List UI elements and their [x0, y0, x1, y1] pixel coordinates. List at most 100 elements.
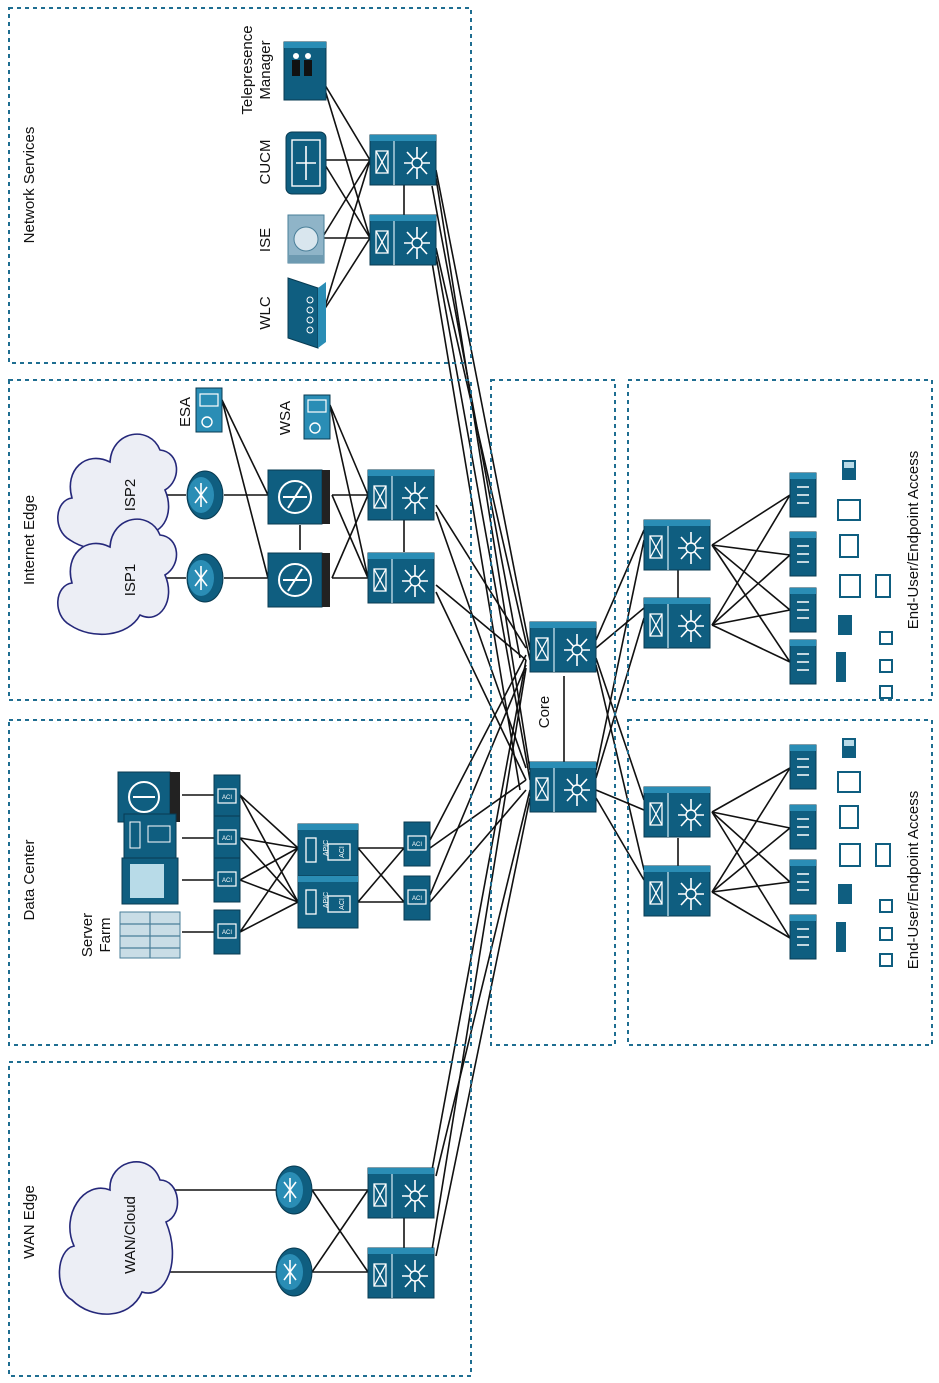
wireless-client-icon	[879, 899, 893, 913]
wan-edge-links	[164, 659, 531, 1273]
apic-label-2: APIC	[323, 892, 330, 908]
internet-router-isp1	[186, 553, 224, 603]
aci-leaf-4	[213, 909, 241, 955]
core-switch-2	[529, 761, 597, 813]
printer-icon	[875, 843, 891, 867]
aci-leaf-2	[213, 815, 241, 861]
aci-leaf-3	[213, 857, 241, 903]
wireless-client-icon	[879, 927, 893, 941]
label-server-farm-line1: Server	[79, 913, 96, 957]
ise-device	[287, 214, 325, 264]
label-wan-cloud: WAN/Cloud	[122, 1196, 139, 1274]
access-top-distribution-2	[643, 597, 711, 649]
label-data-center: Data Center	[21, 840, 38, 921]
wireless-client-icon	[879, 659, 893, 673]
aci-leaf-1	[213, 774, 241, 820]
access-point-icon	[836, 652, 846, 682]
apic-controller-2: APIC ACI	[297, 875, 359, 929]
aci-label-2: ACI	[339, 898, 346, 910]
network-links	[164, 79, 791, 1273]
wsa-device	[303, 394, 331, 440]
wan-router-1	[275, 1165, 313, 1215]
cloud-wan	[58, 1161, 179, 1315]
label-isp1: ISP1	[122, 564, 139, 597]
data-center-links	[182, 654, 527, 933]
wan-distribution-switch-2	[367, 1247, 435, 1299]
access-bottom-switch-1	[789, 744, 817, 790]
desktop-computer-icon	[839, 843, 861, 867]
access-top-switch-3	[789, 587, 817, 633]
label-ise: ISE	[257, 228, 274, 252]
zone-internet-edge	[8, 379, 472, 701]
workstation-icon	[839, 805, 859, 829]
video-endpoint-icon	[837, 499, 861, 521]
zone-data-center	[8, 719, 472, 1046]
label-isp2: ISP2	[122, 479, 139, 512]
internet-firewall-2	[267, 552, 331, 608]
wan-distribution-switch-1	[367, 1167, 435, 1219]
dc-apic-appliance	[123, 813, 177, 859]
wlc-device	[287, 277, 326, 349]
access-bottom-switch-2	[789, 804, 817, 850]
ns-distribution-switch-2	[369, 214, 437, 266]
label-wan-edge: WAN Edge	[21, 1185, 38, 1259]
aci-label-1: ACI	[339, 846, 346, 858]
access-bottom-endpoints	[836, 738, 893, 967]
label-telepresence-line1: Telepresence	[239, 25, 256, 114]
cucm-device	[285, 131, 327, 195]
access-top-distribution-1	[643, 519, 711, 571]
internet-edge-links	[164, 399, 527, 781]
zone-access-top	[627, 379, 933, 701]
desktop-computer-icon	[839, 574, 861, 598]
wireless-client-icon	[879, 631, 893, 645]
ip-phone-icon	[842, 460, 856, 480]
wireless-client-icon	[879, 685, 893, 699]
tablet-icon	[838, 884, 852, 904]
dc-cloud-server	[121, 857, 179, 905]
workstation-icon	[839, 534, 859, 558]
cloud-isp1	[57, 518, 178, 636]
access-top-switch-2	[789, 531, 817, 577]
zone-wan-edge	[8, 1061, 472, 1377]
wan-router-2	[275, 1247, 313, 1297]
label-telepresence-line2: Manager	[257, 40, 274, 99]
internet-router-isp2	[186, 470, 224, 520]
internet-firewall-1	[267, 469, 331, 525]
video-endpoint-icon	[837, 771, 861, 793]
label-core: Core	[536, 696, 553, 729]
aci-spine-2	[403, 875, 431, 921]
label-network-services: Network Services	[21, 127, 38, 244]
label-wlc: WLC	[257, 296, 274, 330]
access-bottom-distribution-2	[643, 865, 711, 917]
access-point-icon	[836, 922, 846, 952]
zone-core	[490, 379, 616, 1046]
zone-network-services	[8, 7, 472, 364]
access-bottom-distribution-1	[643, 786, 711, 838]
wireless-client-icon	[879, 953, 893, 967]
network-services-links	[321, 79, 531, 791]
access-bottom-switch-4	[789, 914, 817, 960]
access-top-switch-4	[789, 639, 817, 685]
apic-label-1: APIC	[323, 840, 330, 856]
label-server-farm-line2: Farm	[97, 918, 114, 953]
core-links	[563, 529, 645, 881]
access-bottom-switch-3	[789, 859, 817, 905]
label-wsa: WSA	[277, 401, 294, 435]
server-farm-icon	[119, 911, 181, 959]
ip-phone-icon	[842, 738, 856, 758]
label-esa: ESA	[177, 397, 194, 427]
telepresence-manager-device	[283, 41, 327, 101]
tablet-icon	[838, 615, 852, 635]
esa-device	[195, 387, 223, 433]
label-access-bottom: End-User/Endpoint Access	[905, 791, 922, 969]
printer-icon	[875, 574, 891, 598]
zone-access-bottom	[627, 719, 933, 1046]
access-top-endpoints	[836, 460, 893, 699]
ns-distribution-switch-1	[369, 134, 437, 186]
ie-distribution-switch-2	[367, 552, 435, 604]
ie-distribution-switch-1	[367, 469, 435, 521]
apic-controller-1: APIC ACI	[297, 823, 359, 877]
label-access-top: End-User/Endpoint Access	[905, 451, 922, 629]
label-cucm: CUCM	[257, 140, 274, 185]
